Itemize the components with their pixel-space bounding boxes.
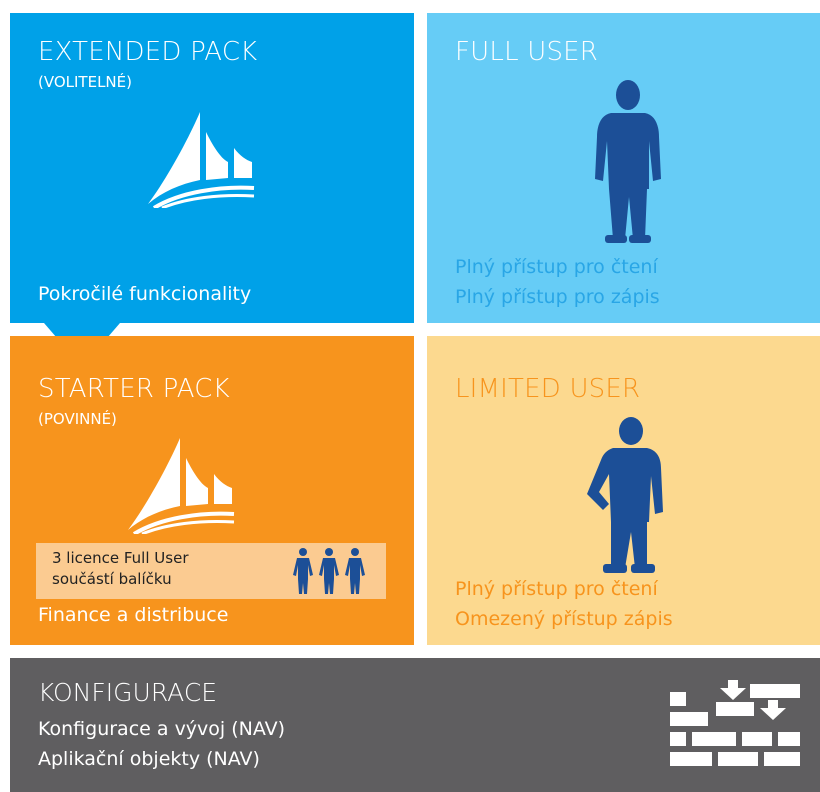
license-box: 3 licence Full User součástí balíčku (36, 543, 386, 599)
license-box-line: součástí balíčku (52, 570, 172, 588)
hand-on-hip-user-figure-icon (587, 417, 663, 573)
konfigurace-tile: KONFIGURACE Konfigurace a vývoj (NAV) Ap… (10, 658, 820, 792)
extended-pack-subtitle: (VOLITELNÉ) (38, 73, 132, 91)
license-box-line: 3 licence Full User (52, 549, 189, 567)
extended-pack-title: EXTENDED PACK (38, 37, 258, 67)
three-users-icon (293, 548, 365, 594)
starter-pack-footer: Finance a distribuce (38, 604, 229, 626)
full-user-line: Plný přístup pro zápis (455, 286, 660, 308)
extended-pack-footer: Pokročilé funkcionality (38, 283, 252, 305)
konfigurace-lines: Konfigurace a vývoj (NAV) Aplikační obje… (38, 714, 285, 774)
full-user-tile: FULL USER Plný přístup pro čtení Plný př… (427, 13, 820, 323)
konfigurace-title: KONFIGURACE (38, 678, 218, 707)
full-user-lines: Plný přístup pro čtení Plný přístup pro … (455, 252, 660, 312)
starter-pack-title: STARTER PACK (38, 374, 230, 404)
dynamics-sail-logo-icon (128, 438, 235, 534)
extended-pack-tile: EXTENDED PACK (VOLITELNÉ) Pokročilé funk… (10, 13, 414, 323)
standing-user-figure-icon (595, 80, 661, 243)
limited-user-title: LIMITED USER (455, 374, 641, 404)
brick-wall-icon (670, 680, 800, 766)
starter-pack-tile: STARTER PACK (POVINNÉ) 3 licence Full Us… (10, 336, 414, 645)
starter-pack-subtitle: (POVINNÉ) (38, 410, 117, 428)
konfigurace-line: Konfigurace a vývoj (NAV) (38, 718, 286, 740)
full-user-line: Plný přístup pro čtení (455, 256, 658, 278)
limited-user-line: Plný přístup pro čtení (455, 578, 658, 600)
full-user-title: FULL USER (455, 37, 599, 67)
konfigurace-line: Aplikační objekty (NAV) (38, 748, 260, 770)
limited-user-line: Omezený přístup zápis (455, 608, 673, 630)
limited-user-lines: Plný přístup pro čtení Omezený přístup z… (455, 574, 673, 634)
dynamics-sail-logo-icon (148, 112, 255, 208)
limited-user-tile: LIMITED USER Plný přístup pro čtení Omez… (427, 336, 820, 645)
